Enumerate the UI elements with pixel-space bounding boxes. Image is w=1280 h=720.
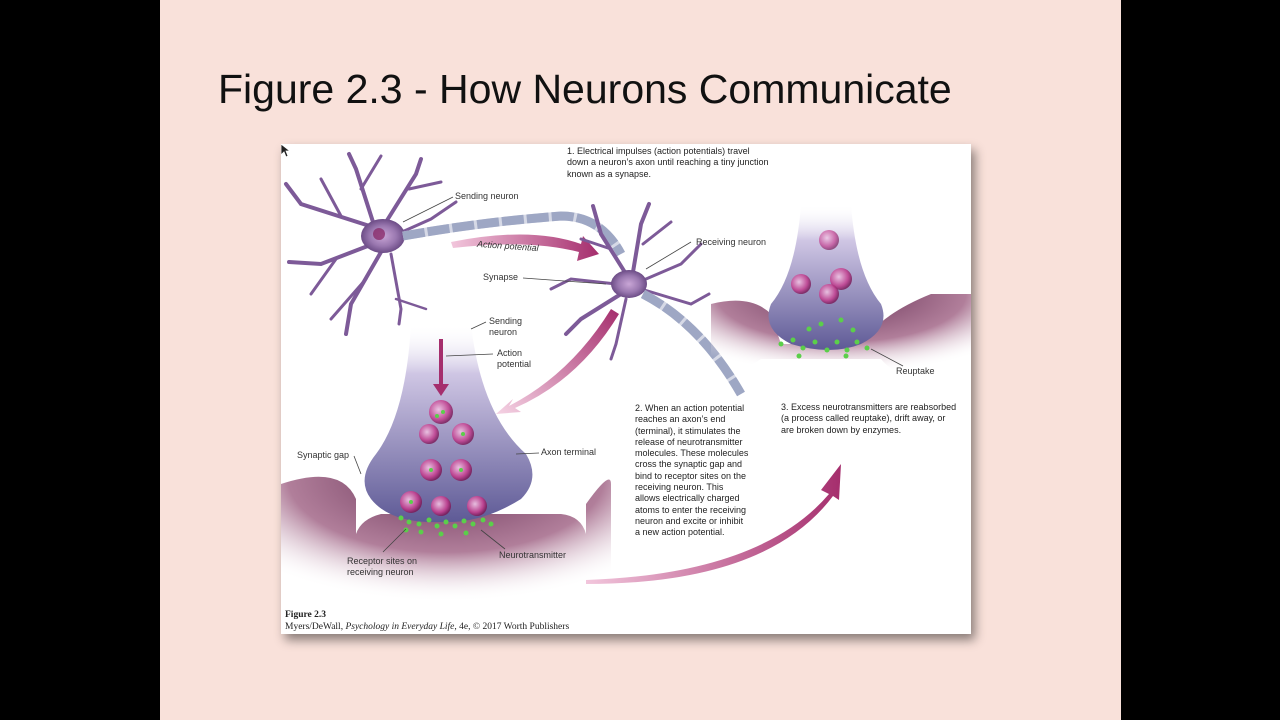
label-receptor-sites-1: Receptor sites on [347,556,418,566]
label-action-potential-mid-1: Action [497,348,523,358]
step-1-line: 1. Electrical impulses (action potential… [567,146,750,156]
neuron-illustration [281,152,971,634]
receiving-neuron-cell-body [611,270,647,298]
caption-authors: Myers/DeWall, [285,622,346,632]
caption-rest: , 4e, © 2017 Worth Publishers [454,622,570,632]
axon-bottom [640,290,745,397]
label-receiving-neuron: Receiving neuron [696,237,767,247]
leader-lines [353,196,904,553]
receiving-neuron [549,202,711,361]
step-2-line: molecules. These molecules [635,448,749,459]
step-2-line: cross the synaptic gap and [635,459,743,470]
step-2-line: reaches an axon’s end [635,414,726,425]
axon-terminal-reuptake [711,204,971,394]
mouse-pointer-icon [281,144,291,158]
label-synapse: Synapse [483,272,519,282]
axon-terminal-large [281,324,611,634]
step-3-line: are broken down by enzymes. [781,424,902,435]
caption-figure-label: Figure 2.3 [285,610,326,620]
action-potential-arrow-mid [433,339,449,396]
step-1-line: known as a synapse. [567,168,652,179]
step-2-line: allows electrically charged [635,493,740,504]
step-3-line: 3. Excess neurotransmitters are reabsorb… [781,402,957,412]
axon-top [402,211,625,257]
step-2-line: (terminal), it stimulates the [635,425,741,436]
label-action-potential-mid-2: potential [497,359,532,369]
step-2-line: neuron and excite or inhibit [635,515,744,526]
sending-neuron-top [284,152,458,336]
label-axon-terminal: Axon terminal [541,447,597,457]
step-2-line: bind to receptor sites on the [635,470,747,481]
step-1-line: down a neuron’s axon until reaching a ti… [567,157,769,168]
step-2-line: atoms to enter the receiving [635,504,747,515]
label-sending-neuron-top: Sending neuron [455,191,519,201]
neurotransmitters-right [778,317,870,359]
neuron-figure: Sending neuron Action potential Receivin… [281,144,971,634]
step-2-line: receiving neuron. This [635,482,724,493]
step-3-text: 3. Excess neurotransmitters are reabsorb… [781,402,956,436]
step-2-line: release of neurotransmitter [635,436,743,447]
label-synaptic-gap: Synaptic gap [297,450,350,460]
label-receptor-sites-2: receiving neuron [347,567,414,577]
step-2-text: 2. When an action potential reaches an a… [635,403,748,539]
vesicles-right [791,230,852,304]
slide-title: Figure 2.3 - How Neurons Communicate [218,66,952,112]
figure-caption: Figure 2.3 Myers/DeWall, Psychology in E… [285,609,569,633]
caption-book: Psychology in Everyday Life [345,622,455,632]
step-1-text: 1. Electrical impulses (action potential… [567,146,768,180]
label-reuptake: Reuptake [896,366,935,376]
slide: Figure 2.3 - How Neurons Communicate [160,0,1121,720]
label-sending-neuron-mid-2: neuron [489,327,518,337]
action-potential-arrow-top [451,234,599,261]
zoom-arrow [496,309,619,414]
step-2-line: 2. When an action potential [635,403,745,413]
label-sending-neuron-mid-1: Sending [489,316,523,326]
neurotransmitters-large [398,410,494,537]
label-neurotransmitter: Neurotransmitter [499,550,567,560]
step-3-line: (a process called reuptake), drift away,… [781,413,946,424]
step-2-line: a new action potential. [635,527,725,538]
